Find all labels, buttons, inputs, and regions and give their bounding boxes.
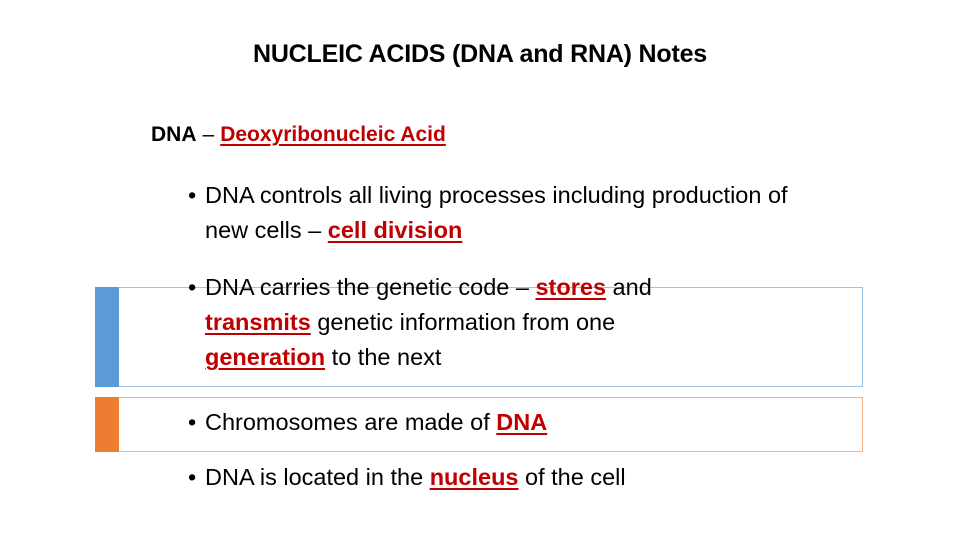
bullet-text-plain: DNA is located in the	[205, 464, 430, 490]
bullet-text: Chromosomes are made of DNA	[188, 405, 828, 440]
slide-title: NUCLEIC ACIDS (DNA and RNA) Notes	[252, 40, 708, 68]
bullet-text-plain: DNA controls all living processes includ…	[205, 182, 788, 243]
bullet-item: • Chromosomes are made of DNA	[188, 405, 828, 440]
bullet-text-plain: to the next	[325, 344, 442, 370]
bullet-item: • DNA controls all living processes incl…	[188, 178, 828, 248]
blue-accent-bar	[95, 287, 119, 387]
bullet-keyword: stores	[535, 274, 607, 300]
orange-accent-bar	[95, 397, 119, 452]
subheading: DNA–Deoxyribonucleic Acid	[151, 123, 446, 147]
subheading-term: DNA	[151, 123, 197, 146]
bullet-icon: •	[188, 409, 197, 435]
bullet-text: DNA carries the genetic code – stores an…	[188, 270, 828, 375]
bullet-text-plain: and	[606, 274, 652, 300]
bullet-icon: •	[188, 464, 197, 490]
bullet-keyword: transmits	[205, 309, 311, 335]
bullet-text-plain: genetic information from one	[310, 309, 616, 335]
bullet-icon: •	[188, 274, 197, 300]
bullet-text-plain: Chromosomes are made of	[205, 409, 497, 435]
bullet-icon: •	[188, 182, 197, 208]
bullet-text-plain: of the cell	[518, 464, 626, 490]
bullet-item: • DNA is located in the nucleus of the c…	[188, 460, 828, 495]
highlight-box-blue	[95, 287, 863, 387]
subheading-separator: –	[202, 123, 215, 146]
bullet-keyword: DNA	[496, 409, 548, 435]
bullet-keyword: nucleus	[429, 464, 519, 490]
bullet-keyword: cell division	[327, 217, 463, 243]
bullet-text: DNA controls all living processes includ…	[188, 178, 828, 248]
bullet-text: DNA is located in the nucleus of the cel…	[188, 460, 828, 495]
bullet-item: • DNA carries the genetic code – stores …	[188, 270, 828, 375]
bullet-keyword: generation	[205, 344, 326, 370]
highlight-box-orange	[95, 397, 863, 452]
subheading-definition: Deoxyribonucleic Acid	[220, 123, 446, 146]
bullet-text-plain: DNA carries the genetic code –	[205, 274, 536, 300]
